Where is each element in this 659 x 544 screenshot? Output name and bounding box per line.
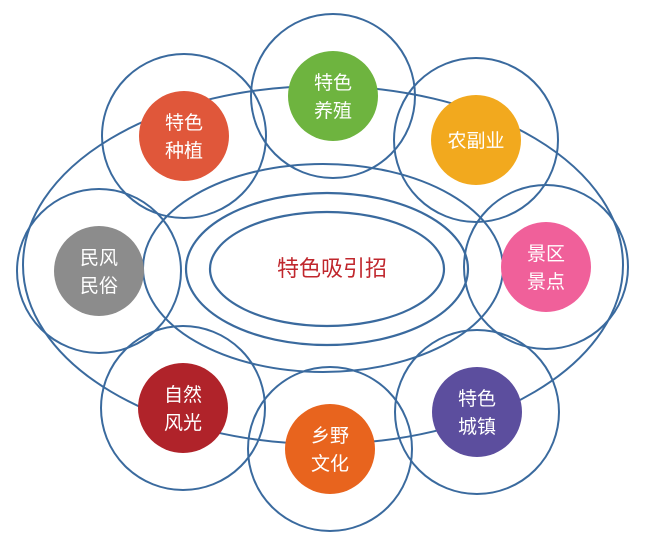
ring-scenic-spots bbox=[463, 184, 629, 350]
node-circle-agri-sideline bbox=[431, 95, 521, 185]
inner-ellipse-inner bbox=[208, 210, 446, 328]
ring-rural-culture bbox=[247, 366, 413, 532]
node-agri-sideline: 农副业 bbox=[431, 95, 521, 185]
node-label-scenic-spots-0: 景区 bbox=[527, 243, 565, 265]
node-label-special-planting-0: 特色 bbox=[165, 112, 203, 134]
node-circle-special-breeding bbox=[288, 51, 378, 141]
node-label-rural-culture-0: 乡野 bbox=[311, 425, 349, 447]
node-circle-folk-customs bbox=[54, 226, 144, 316]
node-label-special-breeding-1: 养殖 bbox=[314, 100, 352, 122]
node-circle-scenic-spots bbox=[501, 222, 591, 312]
node-label-rural-culture-1: 文化 bbox=[311, 453, 349, 475]
node-circle-special-planting bbox=[139, 91, 229, 181]
node-label-folk-customs-0: 民风 bbox=[80, 247, 118, 269]
ring-special-towns bbox=[394, 329, 560, 495]
node-label-special-towns-1: 城镇 bbox=[458, 416, 496, 438]
node-label-special-breeding-0: 特色 bbox=[314, 72, 352, 94]
node-label-folk-customs-1: 民俗 bbox=[80, 275, 118, 297]
node-label-natural-scenery-1: 风光 bbox=[164, 412, 202, 434]
ring-natural-scenery bbox=[100, 325, 266, 491]
center-label: 特色吸引招 bbox=[277, 257, 387, 282]
satellite-rings bbox=[16, 13, 629, 532]
node-label-special-planting-1: 种植 bbox=[165, 140, 203, 162]
node-label-natural-scenery-0: 自然 bbox=[164, 384, 202, 406]
node-circle-natural-scenery bbox=[138, 363, 228, 453]
node-circle-rural-culture bbox=[285, 404, 375, 494]
node-label-special-towns-0: 特色 bbox=[458, 388, 496, 410]
inner-ellipse-outer bbox=[184, 191, 470, 347]
node-label-scenic-spots-1: 景点 bbox=[527, 271, 565, 293]
ring-special-planting bbox=[101, 53, 267, 219]
ring-special-breeding bbox=[250, 13, 416, 179]
ring-agri-sideline bbox=[393, 57, 559, 223]
node-label-agri-sideline-0: 农副业 bbox=[447, 130, 504, 152]
ring-folk-customs bbox=[16, 188, 182, 354]
node-circle-special-towns bbox=[432, 367, 522, 457]
